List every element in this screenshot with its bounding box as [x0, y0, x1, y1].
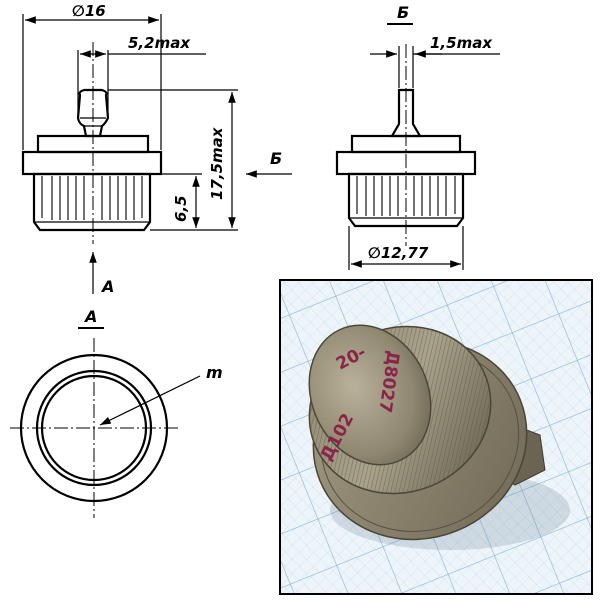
view-arrow-a: A — [89, 252, 114, 296]
dimension-height-17-5: 17,5max — [108, 89, 238, 231]
side-view-right — [335, 44, 477, 246]
view-label-a: A — [78, 307, 104, 329]
lead-5-2-label: 5,2max — [128, 34, 191, 52]
knurl-lines-left — [41, 176, 143, 220]
view-b-arrow-label: Б — [270, 149, 282, 168]
view-a-title: A — [83, 307, 97, 326]
dimension-height-6-5: 6,5 — [150, 173, 202, 231]
diameter-12-77-label: ∅12,77 — [368, 244, 429, 262]
component-photo: 20- Д8027 Д102 — [279, 279, 593, 595]
view-a-arrow-label: A — [100, 277, 114, 296]
diameter-16-label: ∅16 — [72, 2, 106, 20]
dimension-lead-1-5: 1,5max — [370, 34, 500, 88]
side-view-left — [21, 42, 163, 244]
knurl-lines-right — [356, 176, 456, 216]
view-label-b: Б — [387, 3, 413, 25]
height-17-5-label: 17,5max — [208, 126, 226, 200]
view-b-title: Б — [397, 3, 409, 22]
view-arrow-b: Б — [246, 149, 292, 178]
lead-1-5-label: 1,5max — [430, 34, 493, 52]
dimension-diameter-12-77: ∅12,77 — [348, 226, 464, 270]
dimension-diameter-16: ∅16 — [22, 2, 162, 150]
m-label: m — [206, 363, 223, 382]
height-6-5-label: 6,5 — [172, 195, 190, 222]
dimension-lead-5-2: 5,2max — [77, 34, 206, 116]
top-view: m — [10, 338, 223, 518]
